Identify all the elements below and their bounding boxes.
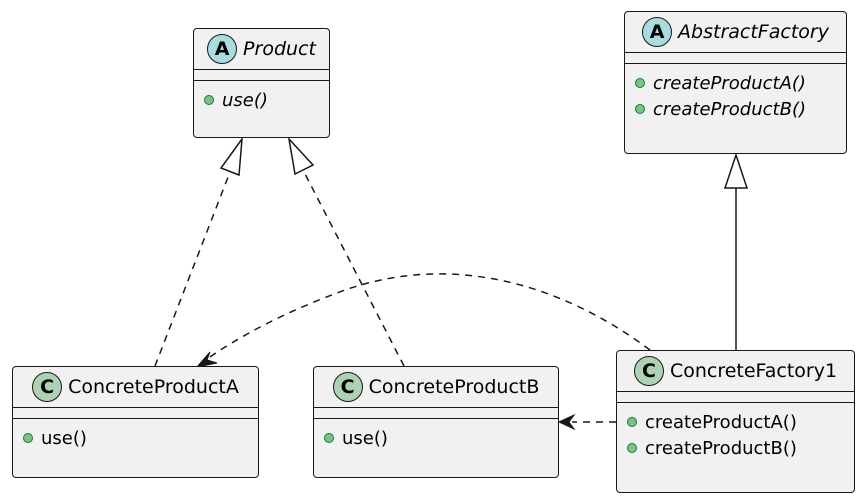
dependency-arrowhead-product-a	[195, 351, 218, 368]
class-concrete-factory-1[interactable]: C ConcreteFactory1 createProductA() crea…	[616, 350, 855, 493]
method-item: use()	[23, 425, 258, 451]
method-label: createProductB()	[645, 437, 797, 459]
divider	[617, 391, 854, 392]
abstract-stereotype-icon: A	[642, 17, 673, 47]
class-stereotype-icon: C	[332, 372, 363, 402]
methods-compartment: createProductA() createProductB()	[625, 64, 846, 126]
public-visibility-icon	[627, 417, 637, 427]
method-item: use()	[204, 87, 329, 113]
fields-compartment	[194, 70, 329, 80]
realization-edge-product-a	[154, 171, 231, 367]
dependency-arrowhead-product-b	[557, 413, 576, 431]
methods-compartment: createProductA() createProductB()	[617, 403, 854, 465]
class-header: A AbstractFactory	[625, 12, 846, 52]
abstract-stereotype-icon: A	[207, 34, 238, 64]
public-visibility-icon	[23, 433, 33, 443]
class-header: C ConcreteFactory1	[617, 351, 854, 391]
method-label: createProductB()	[653, 98, 806, 120]
generalization-arrowhead-factory	[723, 152, 749, 189]
fields-compartment	[314, 408, 558, 418]
divider	[314, 407, 558, 408]
public-visibility-icon	[627, 443, 637, 453]
realization-edge-product-b	[302, 169, 405, 367]
method-label: use()	[342, 427, 388, 449]
class-name: ConcreteFactory1	[669, 360, 838, 382]
class-stereotype-icon: C	[633, 356, 664, 386]
realization-arrowhead-product-b	[287, 136, 315, 176]
class-header: C ConcreteProductA	[13, 367, 258, 407]
public-visibility-icon	[324, 433, 334, 443]
methods-compartment: use()	[194, 81, 329, 117]
realization-arrowhead-product-a	[219, 136, 243, 177]
class-stereotype-icon: C	[32, 372, 63, 402]
method-item: createProductB()	[627, 435, 854, 461]
method-label: createProductA()	[653, 72, 806, 94]
public-visibility-icon	[204, 95, 214, 105]
divider	[617, 402, 854, 403]
class-name: ConcreteProductB	[368, 376, 540, 398]
method-label: use()	[41, 427, 87, 449]
class-name: AbstractFactory	[678, 21, 829, 43]
divider	[625, 63, 846, 64]
fields-compartment	[13, 408, 258, 418]
method-item: createProductB()	[635, 96, 846, 122]
class-header: A Product	[194, 29, 329, 69]
public-visibility-icon	[635, 104, 645, 114]
class-name: ConcreteProductA	[68, 376, 239, 398]
method-item: createProductA()	[627, 409, 854, 435]
fields-compartment	[617, 392, 854, 402]
method-item: use()	[324, 425, 558, 451]
divider	[13, 418, 258, 419]
divider	[13, 407, 258, 408]
method-label: use()	[222, 89, 268, 111]
class-concrete-product-a[interactable]: C ConcreteProductA use()	[12, 366, 259, 478]
class-product[interactable]: A Product use()	[193, 28, 330, 138]
class-header: C ConcreteProductB	[314, 367, 558, 407]
dependency-edge-product-a	[202, 273, 651, 363]
divider	[314, 418, 558, 419]
class-concrete-product-b[interactable]: C ConcreteProductB use()	[313, 366, 559, 478]
divider	[625, 52, 846, 53]
methods-compartment: use()	[314, 419, 558, 455]
fields-compartment	[625, 53, 846, 63]
method-item: createProductA()	[635, 70, 846, 96]
divider	[194, 80, 329, 81]
class-abstract-factory[interactable]: A AbstractFactory createProductA() creat…	[624, 11, 847, 154]
public-visibility-icon	[635, 78, 645, 88]
method-label: createProductA()	[645, 411, 797, 433]
class-name: Product	[243, 38, 316, 60]
methods-compartment: use()	[13, 419, 258, 455]
divider	[194, 69, 329, 70]
